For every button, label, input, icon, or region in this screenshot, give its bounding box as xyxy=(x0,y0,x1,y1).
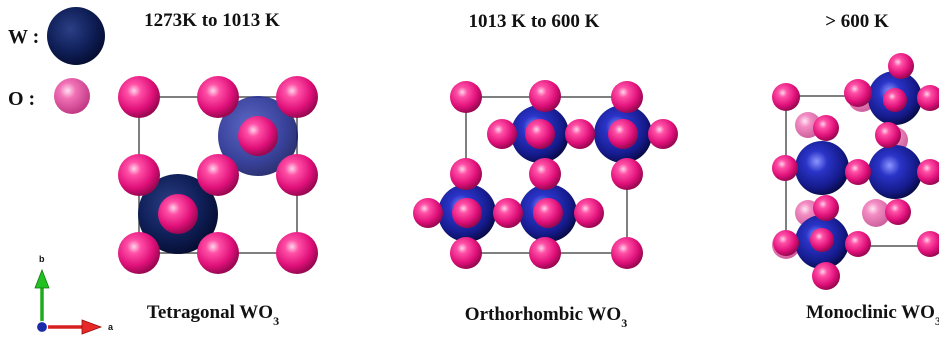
oxygen-atom xyxy=(810,228,834,252)
oxygen-atom xyxy=(812,262,840,290)
orthorhombic-phase-label: Orthorhombic WO3 xyxy=(465,304,627,330)
oxygen-atom xyxy=(118,232,160,274)
legend-oxygen-swatch xyxy=(54,78,90,114)
oxygen-atom xyxy=(844,79,872,107)
oxygen-atom xyxy=(845,231,871,257)
subscript: 3 xyxy=(273,314,279,328)
oxygen-atom xyxy=(158,194,198,234)
a-axis-label: a xyxy=(108,322,114,332)
legend-tungsten-swatch xyxy=(47,7,105,65)
oxygen-atom xyxy=(875,122,901,148)
oxygen-atom xyxy=(525,119,555,149)
b-axis-label: b xyxy=(39,254,45,264)
oxygen-atom xyxy=(276,232,318,274)
oxygen-atom xyxy=(276,154,318,196)
oxygen-atom xyxy=(529,237,561,269)
oxygen-atom xyxy=(197,154,239,196)
subscript: 3 xyxy=(935,314,939,328)
axis-triad: b a xyxy=(34,254,114,335)
monoclinic-phase-label: Monoclinic WO3 xyxy=(806,302,939,328)
oxygen-atom xyxy=(883,88,907,112)
a-axis-arrowhead xyxy=(81,319,103,335)
subscript: 3 xyxy=(621,316,627,330)
oxygen-atom xyxy=(772,155,798,181)
oxygen-atom xyxy=(450,237,482,269)
oxygen-atom-rear xyxy=(862,199,890,227)
oxygen-atom xyxy=(648,119,678,149)
monoclinic-structure xyxy=(772,53,939,290)
oxygen-atom xyxy=(917,85,939,111)
oxygen-atom xyxy=(773,230,799,256)
legend: W : O : xyxy=(8,7,105,114)
oxygen-atom xyxy=(450,158,482,190)
tungsten-atom xyxy=(868,145,922,199)
oxygen-atom xyxy=(529,80,561,112)
oxygen-atom xyxy=(533,198,563,228)
oxygen-atom xyxy=(413,198,443,228)
oxygen-atom xyxy=(493,198,523,228)
oxygen-atom xyxy=(611,158,643,190)
oxygen-atom xyxy=(238,116,278,156)
oxygen-atom xyxy=(118,154,160,196)
oxygen-atom xyxy=(611,81,643,113)
oxygen-atom xyxy=(565,119,595,149)
oxygen-atom xyxy=(197,76,239,118)
legend-oxygen-label: O : xyxy=(8,88,35,110)
oxygen-atom xyxy=(276,76,318,118)
legend-tungsten-label: W : xyxy=(8,26,39,48)
oxygen-atom xyxy=(845,159,871,185)
tetragonal-phase-label: Tetragonal WO3 xyxy=(147,302,279,328)
phase-name: Tetragonal WO xyxy=(147,302,273,323)
orthorhombic-temperature-title: 1013 K to 600 K xyxy=(469,11,600,32)
tungsten-atom xyxy=(795,141,849,195)
oxygen-atom xyxy=(813,195,839,221)
monoclinic-temperature-title: > 600 K xyxy=(825,11,889,32)
oxygen-atom xyxy=(118,76,160,118)
tetragonal-temperature-title: 1273K to 1013 K xyxy=(144,10,280,31)
oxygen-atom xyxy=(772,83,800,111)
oxygen-atom xyxy=(885,199,911,225)
oxygen-atom xyxy=(452,198,482,228)
oxygen-atom xyxy=(917,159,939,185)
oxygen-atom xyxy=(917,231,939,257)
oxygen-atom xyxy=(450,81,482,113)
oxygen-atom xyxy=(888,53,914,79)
oxygen-atom xyxy=(608,119,638,149)
phase-name: Monoclinic WO xyxy=(806,302,935,323)
tetragonal-structure xyxy=(118,76,318,274)
oxygen-atom xyxy=(197,232,239,274)
oxygen-atom xyxy=(487,119,517,149)
oxygen-atom xyxy=(574,198,604,228)
oxygen-atom xyxy=(813,115,839,141)
phase-name: Orthorhombic WO xyxy=(465,304,621,325)
oxygen-atom xyxy=(529,158,561,190)
orthorhombic-structure xyxy=(413,80,678,269)
oxygen-atom xyxy=(611,237,643,269)
c-axis-dot xyxy=(35,320,49,334)
b-axis-arrowhead xyxy=(34,268,50,289)
